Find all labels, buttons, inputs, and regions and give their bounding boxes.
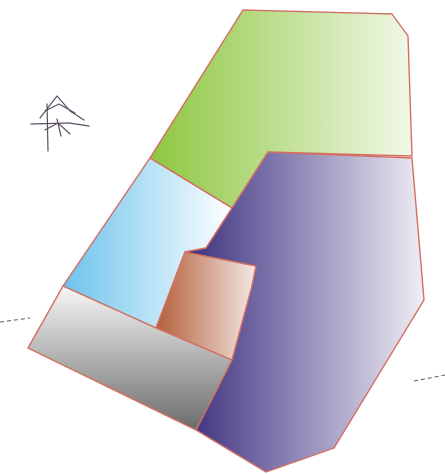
gear-icon bbox=[31, 96, 89, 151]
right-axis-line bbox=[414, 375, 445, 381]
left-axis-line bbox=[0, 318, 30, 322]
